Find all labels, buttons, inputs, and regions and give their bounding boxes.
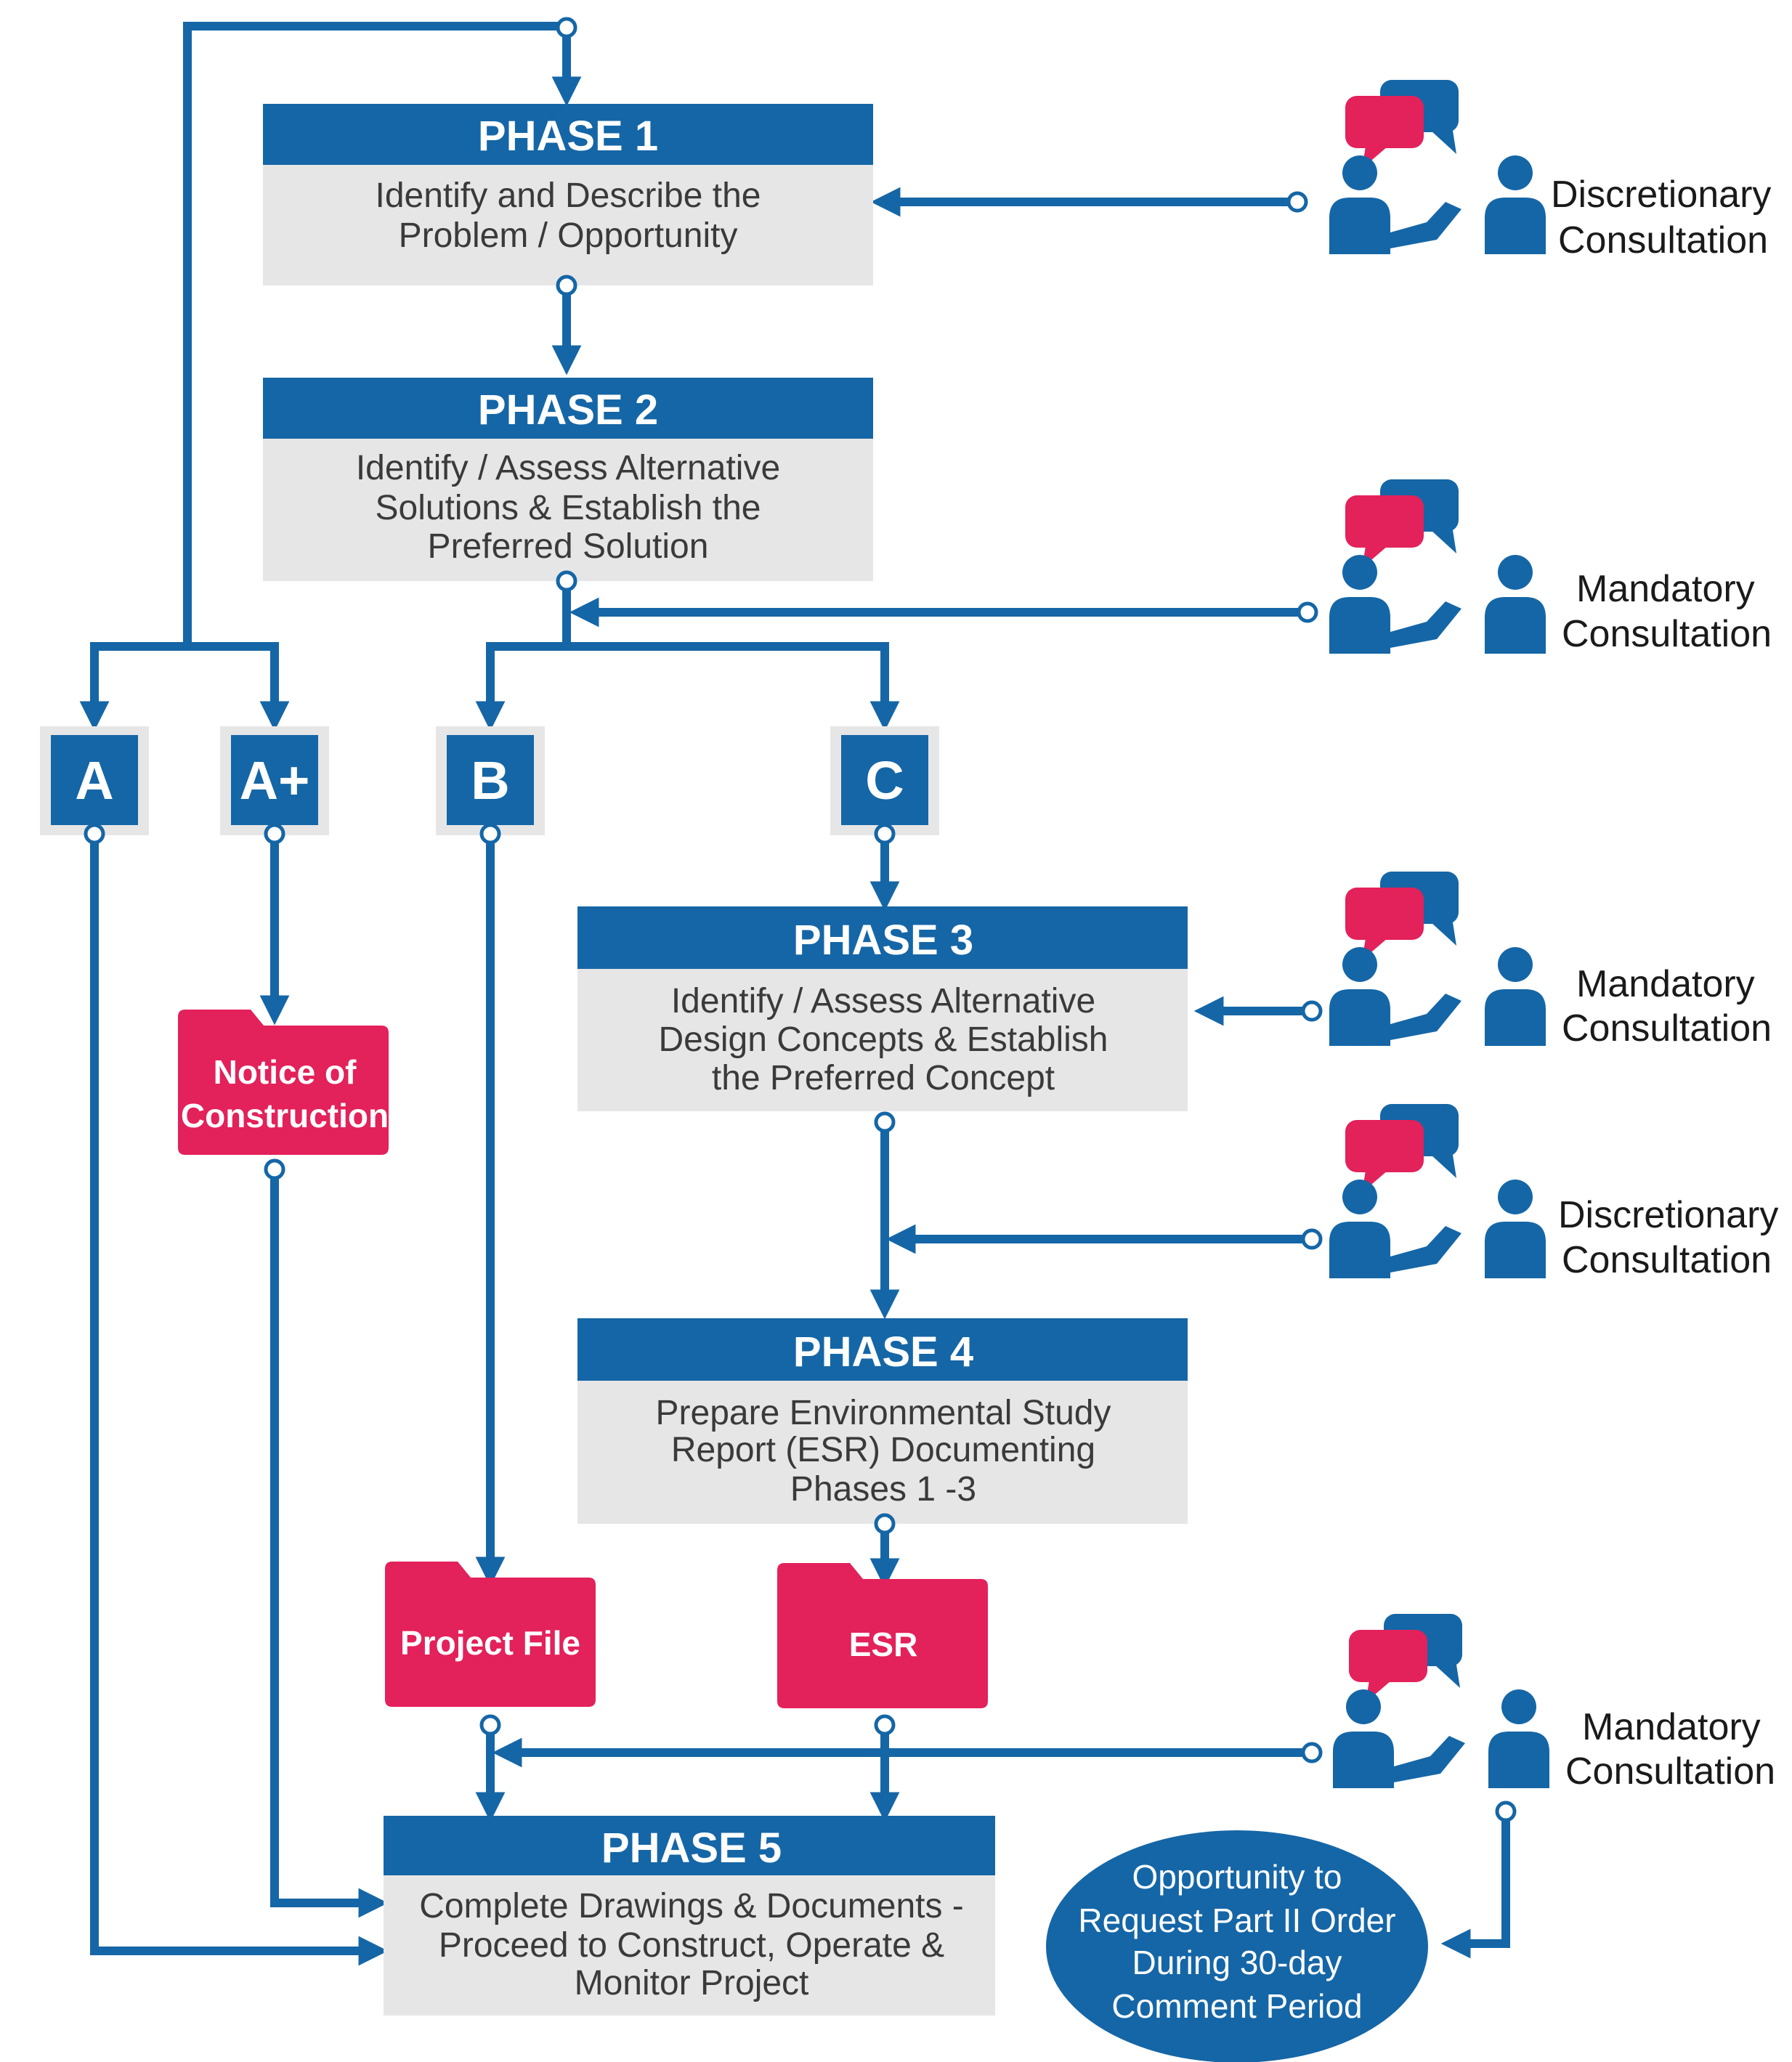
notice-line-1: Notice of xyxy=(214,1053,357,1091)
phase-4-box: PHASE 4 Prepare Environmental Study Repo… xyxy=(577,1318,1188,1524)
esr-folder: ESR xyxy=(777,1563,988,1708)
phase-1-title: PHASE 1 xyxy=(478,113,658,160)
part-ii-line-3: During 30-day xyxy=(1132,1944,1342,1981)
schedule-b-label: B xyxy=(471,750,509,811)
connector-nodes xyxy=(84,17,1517,1822)
project-file-folder: Project File xyxy=(385,1562,596,1707)
phase-4-line-1: Prepare Environmental Study xyxy=(656,1394,1111,1432)
part-ii-order-oval: Opportunity to Request Part II Order Dur… xyxy=(1046,1830,1428,2062)
phase-5-line-2: Proceed to Construct, Operate & xyxy=(439,1926,944,1965)
consult5-to-oval xyxy=(1440,1811,1510,1959)
people-consulting-icon xyxy=(1333,1614,1549,1788)
split-to-a xyxy=(79,642,187,731)
people-consulting-icon xyxy=(1329,479,1546,654)
people-consulting-icon xyxy=(1329,872,1546,1046)
consultation-3-line-2: Consultation xyxy=(1562,1007,1772,1050)
schedule-b: B xyxy=(436,726,545,835)
consultation-5-line-2: Consultation xyxy=(1565,1750,1775,1793)
phase-3-box: PHASE 3 Identify / Assess Alternative De… xyxy=(577,906,1188,1111)
phase-5-line-3: Monitor Project xyxy=(575,1964,809,2002)
people-consulting-icon xyxy=(1329,80,1546,254)
schedule-a-label: A xyxy=(75,750,113,811)
phase-3-title: PHASE 3 xyxy=(793,917,973,964)
consultation-4-line-2: Consultation xyxy=(1562,1239,1772,1281)
consultation-2: Mandatory Consultation xyxy=(1329,479,1772,655)
phase-5-line-1: Complete Drawings & Documents - xyxy=(419,1887,964,1925)
phase-5-title: PHASE 5 xyxy=(601,1824,782,1872)
loop-to-phase1 xyxy=(183,22,582,646)
consultation-2-line-1: Mandatory xyxy=(1576,568,1755,610)
phase-4-line-2: Report (ESR) Documenting xyxy=(671,1431,1095,1469)
schedule-a-plus: A+ xyxy=(220,726,329,835)
connectors xyxy=(79,22,1510,1966)
schedule-c: C xyxy=(830,726,939,835)
consultation-5-line-1: Mandatory xyxy=(1582,1706,1761,1748)
part-ii-line-2: Request Part II Order xyxy=(1078,1901,1395,1939)
phase-2-line-3: Preferred Solution xyxy=(428,527,709,566)
phase-2-line-1: Identify / Assess Alternative xyxy=(356,449,780,487)
consultation-5: Mandatory Consultation xyxy=(1333,1614,1775,1793)
project-file-label: Project File xyxy=(400,1624,580,1662)
notice-line-2: Construction xyxy=(181,1097,389,1134)
phase-3-line-1: Identify / Assess Alternative xyxy=(671,982,1095,1020)
phase-2-title: PHASE 2 xyxy=(478,386,658,434)
phase-2-line-2: Solutions & Establish the xyxy=(376,489,761,527)
phase-2-box: PHASE 2 Identify / Assess Alternative So… xyxy=(263,378,873,581)
people-consulting-icon xyxy=(1329,1104,1546,1278)
phase-1-line-2: Problem / Opportunity xyxy=(399,216,738,255)
consultation-2-line-2: Consultation xyxy=(1562,613,1772,655)
part-ii-line-4: Comment Period xyxy=(1111,1987,1362,2025)
schedule-a: A xyxy=(40,726,149,835)
phase-3-line-2: Design Concepts & Establish xyxy=(659,1020,1108,1059)
consultation-3-line-1: Mandatory xyxy=(1576,963,1755,1005)
esr-label: ESR xyxy=(849,1625,918,1663)
part-ii-line-1: Opportunity to xyxy=(1132,1858,1342,1896)
consultation-3: Mandatory Consultation xyxy=(1329,872,1772,1050)
schedule-c-label: C xyxy=(865,750,904,811)
a-to-phase5 xyxy=(90,834,389,1966)
consultation-4-line-1: Discretionary xyxy=(1558,1194,1778,1236)
split-to-b xyxy=(475,642,567,731)
split-to-a-plus xyxy=(187,642,290,731)
consultation-1: Discretionary Consultation xyxy=(1329,80,1771,261)
split-to-c xyxy=(567,642,900,731)
consultation-4: Discretionary Consultation xyxy=(1329,1104,1778,1281)
phase-4-title: PHASE 4 xyxy=(793,1328,973,1376)
notice-of-construction-folder: Notice of Construction xyxy=(178,1010,389,1155)
consultation-1-line-1: Discretionary xyxy=(1551,174,1771,216)
schedule-a-plus-label: A+ xyxy=(240,750,310,811)
notice-to-phase5 xyxy=(270,1169,389,1918)
phase-3-line-3: the Preferred Concept xyxy=(712,1059,1055,1097)
phase-1-line-1: Identify and Describe the xyxy=(376,176,761,215)
phase-5-box: PHASE 5 Complete Drawings & Documents - … xyxy=(384,1816,995,2016)
phase-4-line-3: Phases 1 -3 xyxy=(790,1470,976,1509)
phase-1-box: PHASE 1 Identify and Describe the Proble… xyxy=(263,104,873,285)
consultation-1-line-2: Consultation xyxy=(1558,219,1768,261)
